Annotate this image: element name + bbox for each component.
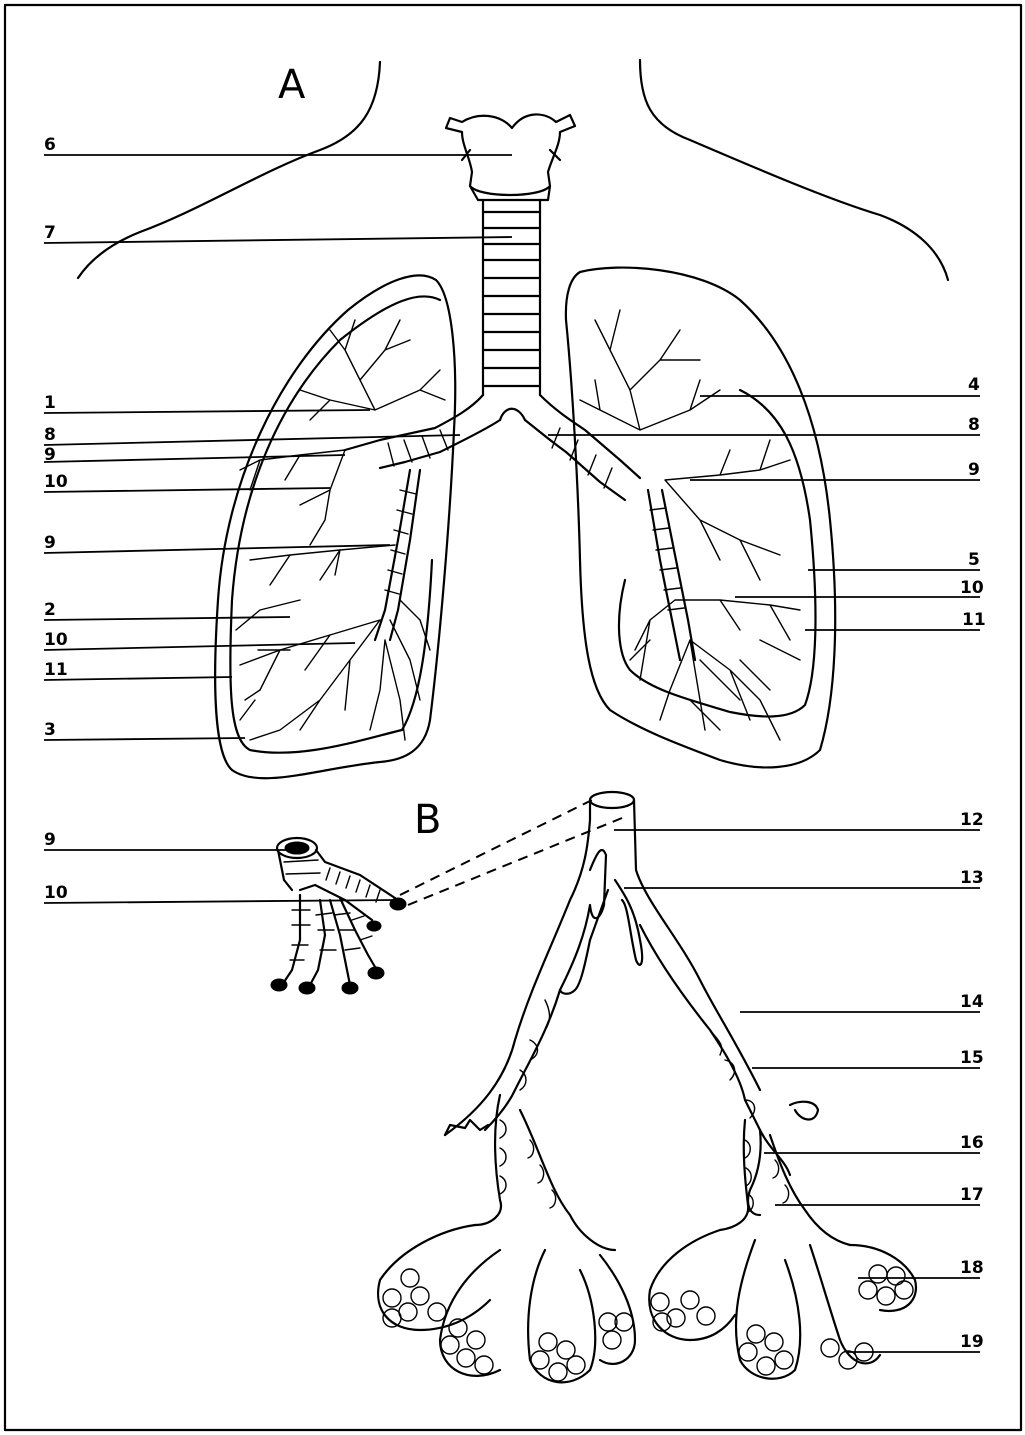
left-lung (215, 275, 500, 778)
larynx (446, 114, 575, 200)
label-17: 17 (960, 1185, 984, 1205)
figure-border (5, 5, 1021, 1430)
label-7: 7 (44, 223, 56, 243)
label-11-right: 11 (962, 610, 986, 630)
label-18: 18 (960, 1258, 984, 1278)
right-lung (525, 268, 835, 768)
label-9-right: 9 (968, 460, 980, 480)
label-13: 13 (960, 868, 984, 888)
label-6: 6 (44, 135, 56, 155)
label-10-left-lower: 10 (44, 630, 68, 650)
label-9-b: 9 (44, 830, 56, 850)
label-9-left-lower: 9 (44, 533, 56, 553)
label-10-b: 10 (44, 883, 68, 903)
label-12: 12 (960, 810, 984, 830)
torso-outline (78, 60, 948, 280)
panel-label-a: A (278, 62, 306, 108)
label-8-right: 8 (968, 415, 980, 435)
label-1: 1 (44, 393, 56, 413)
label-16: 16 (960, 1133, 984, 1153)
label-15: 15 (960, 1048, 984, 1068)
label-9-left-upper: 9 (44, 445, 56, 465)
label-5: 5 (968, 550, 980, 570)
trachea (483, 200, 540, 395)
label-10-left-upper: 10 (44, 472, 68, 492)
label-4: 4 (968, 375, 980, 395)
carina (500, 409, 525, 420)
label-3: 3 (44, 720, 56, 740)
label-11-left: 11 (44, 660, 68, 680)
label-8-left: 8 (44, 425, 56, 445)
label-2: 2 (44, 600, 56, 620)
leader-lines (44, 155, 980, 1352)
label-numbers: 6 7 1 8 9 10 9 2 10 11 3 4 8 9 5 10 11 9… (44, 135, 986, 1352)
label-14: 14 (960, 992, 984, 1012)
bronchus-segment-detail (271, 838, 406, 994)
panel-label-b: B (414, 797, 441, 843)
label-19: 19 (960, 1332, 984, 1352)
label-10-right: 10 (960, 578, 984, 598)
terminal-bronchiole-tree (378, 792, 916, 1382)
